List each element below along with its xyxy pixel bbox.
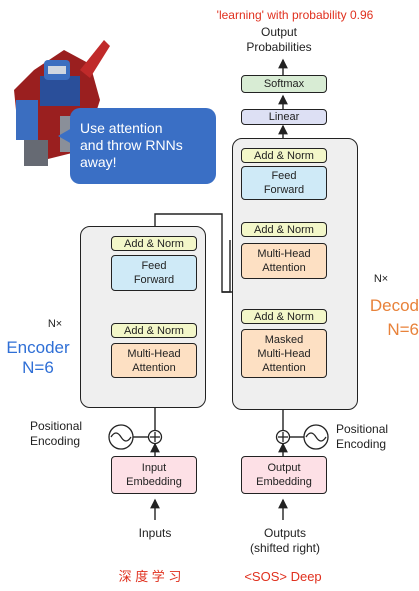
softmax-block: Softmax [241,75,327,93]
decoder-masked-multi-head-attention: Masked Multi-Head Attention [241,329,327,378]
positional-encoding-left-label: Positional Encoding [30,419,83,448]
encoder-add-norm-bottom: Add & Norm [111,323,197,338]
encoder-add-norm-top: Add & Norm [111,236,197,251]
encoder-stack [80,226,206,408]
decoder-add-norm-middle: Add & Norm [241,222,327,237]
bubble-line: Use attention [80,120,163,136]
bubble-line: and throw RNNs [80,137,183,153]
bubble-line: away! [80,154,117,170]
decoder-side-label: Decod N=6 [369,296,419,339]
encoder-feed-forward: Feed Forward [111,255,197,291]
encoder-multi-head-attention: Multi-Head Attention [111,343,197,378]
inputs-label: Inputs [138,526,172,540]
decoder-multi-head-attention: Multi-Head Attention [241,243,327,279]
encoder-side-label: Encoder N=6 [6,338,70,377]
output-embedding: Output Embedding [241,456,327,494]
bottom-right-annotation: <SOS> Deep [244,569,322,584]
input-embedding: Input Embedding [111,456,197,494]
speech-bubble: Use attention and throw RNNs away! [58,108,216,184]
positional-encoding-right-label: Positional Encoding [336,422,389,451]
decoder-nx-label: N× [373,273,389,285]
output-probabilities-label: Output Probabilities [246,25,312,54]
decoder-add-norm-bottom: Add & Norm [241,309,327,324]
top-annotation: 'learning' with probability 0.96 [216,8,374,22]
bottom-left-annotation: 深 度 学 习 [118,569,182,584]
linear-block: Linear [241,109,327,125]
decoder-feed-forward: Feed Forward [241,166,327,200]
encoder-nx-label: N× [47,318,63,330]
decoder-add-norm-top: Add & Norm [241,148,327,163]
outputs-label: Outputs (shifted right) [249,526,321,555]
